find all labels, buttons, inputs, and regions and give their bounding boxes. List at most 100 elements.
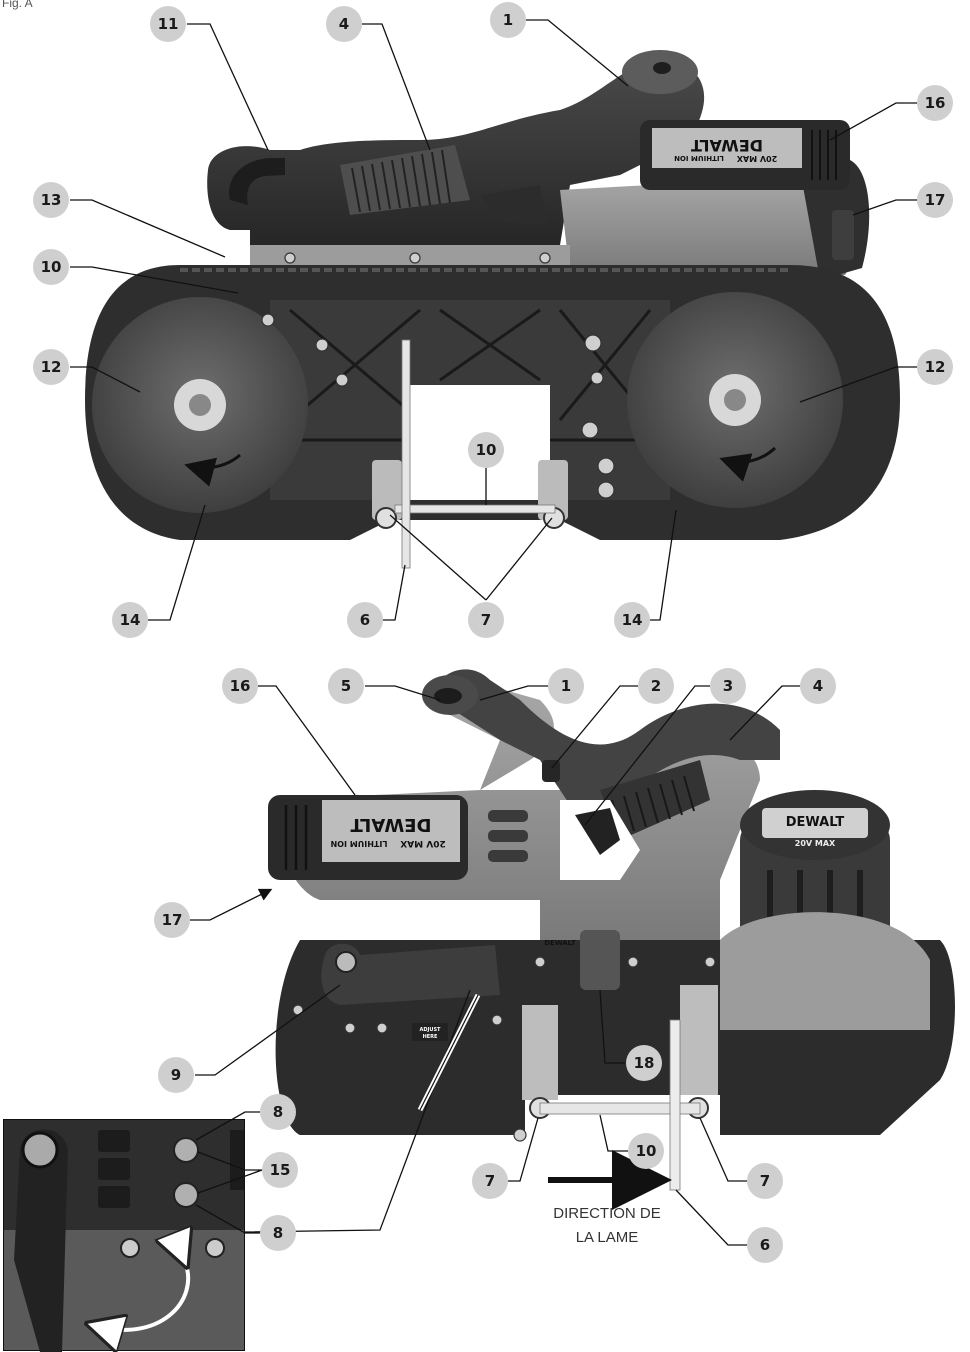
- bottom-battery-label: [322, 800, 460, 862]
- top-motor-housing: [560, 175, 864, 275]
- top-battery-chem: LITHIUM ION: [674, 154, 724, 162]
- svg-text:11: 11: [158, 15, 179, 33]
- callouts: 11 4 1 16 13 17 10 12 12 10 14 6 7 14 16…: [33, 2, 953, 1263]
- svg-text:6: 6: [360, 611, 370, 629]
- callout-1-bot: 1: [548, 668, 584, 704]
- top-battery-label: [652, 128, 802, 168]
- bottom-adjust-tag: [412, 1023, 448, 1041]
- inset-screw-2: [205, 1238, 225, 1258]
- callout-6-bot: 6: [747, 1227, 783, 1263]
- inset-nut-upper: [173, 1137, 199, 1163]
- inset-leader-2-outline: [419, 994, 479, 1111]
- bottom-view: DEWALT 20V MAX LITHIUM ION DEWALT 20V MA…: [268, 669, 955, 1246]
- svg-text:16: 16: [230, 677, 251, 695]
- callout-18: 18: [626, 1045, 662, 1081]
- svg-text:12: 12: [41, 358, 62, 376]
- bottom-battery-vents: [488, 810, 528, 862]
- callout-12-left: 12: [33, 349, 69, 385]
- callout-12-right: 12: [917, 349, 953, 385]
- svg-text:4: 4: [813, 677, 823, 695]
- callout-6-top: 6: [347, 602, 383, 638]
- svg-text:14: 14: [622, 611, 643, 629]
- callout-10-mid: 10: [468, 432, 504, 468]
- leader-lines: [70, 19, 918, 1246]
- inset-nut-lower: [173, 1182, 199, 1208]
- bottom-trigger: [575, 808, 620, 855]
- svg-text:13: 13: [41, 191, 62, 209]
- bottom-wheel-cover: [720, 912, 930, 1030]
- callout-10-bot: 10: [628, 1133, 664, 1169]
- bottom-knob-slot: [434, 688, 462, 704]
- top-left-hub-bolt: [189, 394, 211, 416]
- callout-16-bot: 16: [222, 668, 258, 704]
- callout-9: 9: [158, 1057, 194, 1093]
- callout-7-bot-left: 7: [472, 1163, 508, 1199]
- top-knob-hole: [653, 62, 671, 74]
- bottom-battery-chem: LITHIUM ION: [331, 839, 388, 848]
- bottom-motor-brand: DEWALT: [786, 815, 845, 830]
- svg-text:7: 7: [485, 1172, 495, 1190]
- top-battery-ribs: [811, 130, 837, 180]
- top-right-hub-bolt: [724, 389, 746, 411]
- callout-5: 5: [328, 668, 364, 704]
- bottom-tension-lever: [321, 943, 500, 1005]
- inset-screw-1: [120, 1238, 140, 1258]
- callout-17-bot: 17: [154, 902, 190, 938]
- callout-17-top: 17: [917, 182, 953, 218]
- top-right-rotation-arrow: [719, 446, 777, 482]
- svg-text:6: 6: [760, 1236, 770, 1254]
- inset-lever-pivot: [21, 1131, 59, 1169]
- svg-text:17: 17: [925, 191, 946, 209]
- svg-text:2: 2: [651, 677, 661, 695]
- svg-text:16: 16: [925, 94, 946, 112]
- bottom-blade-vertical: [669, 1019, 681, 1191]
- top-left-guide: [372, 460, 402, 520]
- svg-text:7: 7: [760, 1172, 770, 1190]
- callout-11: 11: [150, 6, 186, 42]
- callout-1-top: 1: [490, 2, 526, 38]
- callout-14-left: 14: [112, 602, 148, 638]
- direction-text-2: LA LAME: [576, 1229, 639, 1246]
- svg-text:14: 14: [120, 611, 141, 629]
- callout-7-top: 7: [468, 602, 504, 638]
- callout-2: 2: [638, 668, 674, 704]
- bottom-adjust-text-1: ADJUST: [420, 1027, 442, 1033]
- svg-text:1: 1: [503, 11, 513, 29]
- svg-text:15: 15: [270, 1161, 291, 1179]
- svg-text:3: 3: [723, 677, 733, 695]
- bottom-screws: [292, 956, 716, 1142]
- top-grip-ribs: [351, 149, 451, 213]
- svg-text:4: 4: [339, 15, 349, 33]
- top-handle-loop: [229, 158, 285, 205]
- top-frame-screws: [261, 252, 615, 499]
- top-battery-brand: DEWALT: [691, 136, 763, 155]
- top-left-rotation-arrow: [184, 453, 241, 487]
- svg-text:10: 10: [476, 441, 497, 459]
- svg-text:10: 10: [41, 258, 62, 276]
- bottom-adjust-text-2: HERE: [423, 1034, 438, 1040]
- svg-text:7: 7: [481, 611, 491, 629]
- callout-4-bot: 4: [800, 668, 836, 704]
- bottom-motor-badge: [762, 808, 868, 838]
- callout-16-top: 16: [917, 85, 953, 121]
- top-view: DEWALT 20V MAX LITHIUM ION: [85, 50, 900, 569]
- callout-7-bot-right: 7: [747, 1163, 783, 1199]
- bottom-battery-voltage: 20V MAX: [400, 838, 446, 848]
- callout-15: 15: [262, 1152, 298, 1188]
- bottom-grip: [600, 760, 710, 840]
- bottom-lock-button: [542, 760, 560, 782]
- callout-10-top: 10: [33, 249, 69, 285]
- inset-swing-arrow: [92, 1262, 188, 1330]
- svg-text:12: 12: [925, 358, 946, 376]
- bottom-arm: [580, 930, 620, 990]
- svg-text:9: 9: [171, 1066, 181, 1084]
- top-trigger: [480, 185, 548, 225]
- bottom-left-guide: [522, 1005, 558, 1100]
- bottom-frame-brand: DEWALT: [544, 939, 576, 947]
- bottom-right-guide: [680, 985, 718, 1095]
- svg-text:8: 8: [273, 1103, 283, 1121]
- figure-label: Fig. A: [2, 0, 33, 10]
- callout-8-upper: 8: [260, 1094, 296, 1130]
- top-blade-cross: [394, 504, 556, 514]
